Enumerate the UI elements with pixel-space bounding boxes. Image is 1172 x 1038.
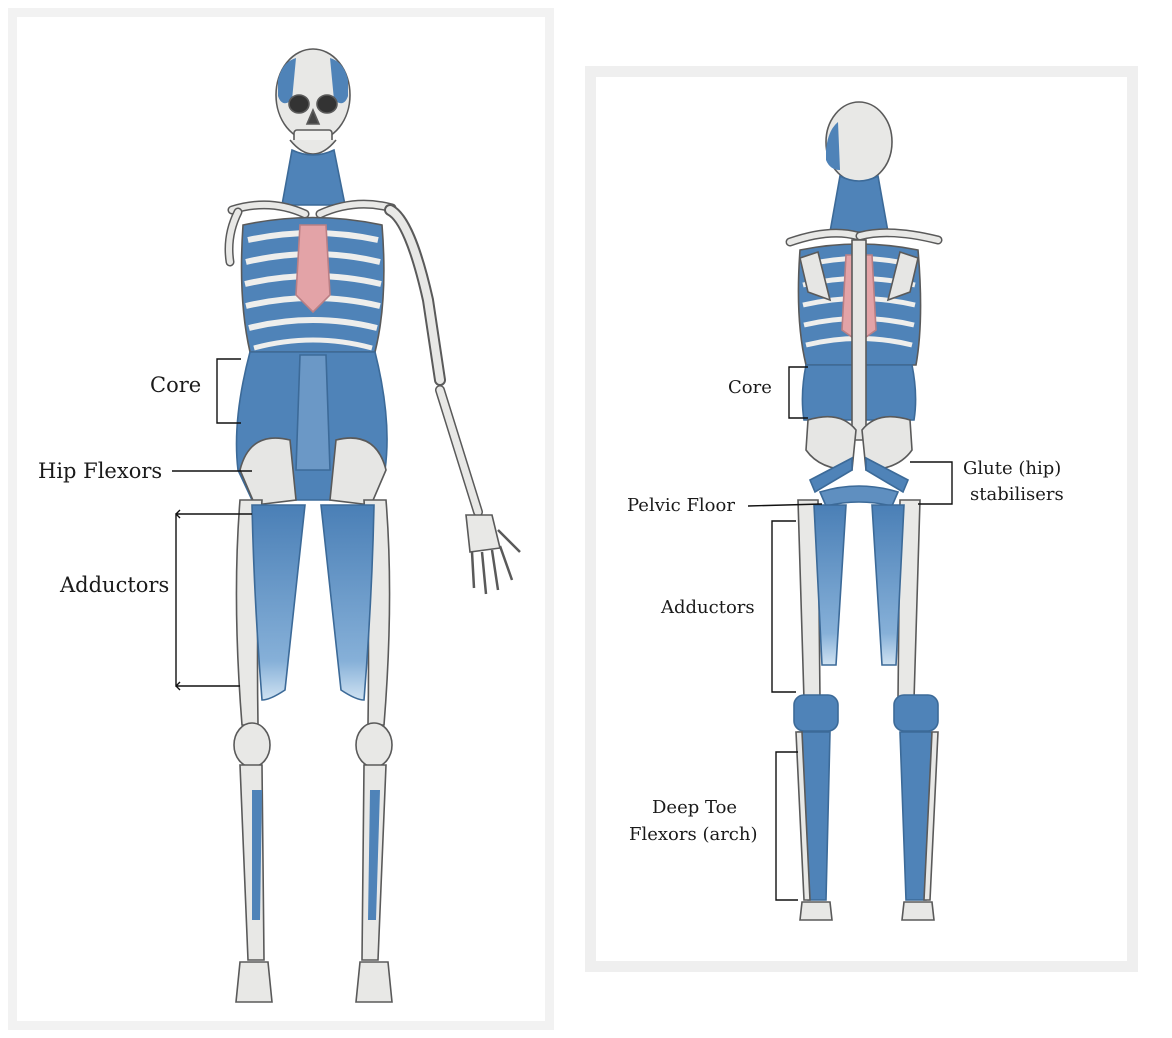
- back-toe-flexors-label-line1: Deep Toe: [652, 797, 737, 818]
- back-adductors-label: Adductors: [660, 597, 755, 618]
- front-skull: [275, 48, 351, 155]
- front-adductors-bracket: [175, 509, 252, 691]
- front-skeleton-figure: [224, 48, 521, 1003]
- back-core-bracket: [788, 366, 808, 419]
- back-pelvic-floor-label: Pelvic Floor: [627, 495, 735, 516]
- front-hip-flexors-label: Hip Flexors: [38, 459, 162, 483]
- back-glute-label-line2: stabilisers: [970, 484, 1064, 505]
- back-pelvic-floor-pointer: [747, 503, 823, 507]
- back-adductors-bracket: [771, 520, 796, 693]
- back-skeleton-figure: [785, 101, 943, 921]
- back-core-label: Core: [728, 377, 772, 398]
- back-toe-flexors-label-line2: Flexors (arch): [629, 824, 758, 845]
- back-toe-flexors-bracket: [775, 751, 798, 901]
- front-core-bracket: [216, 358, 241, 424]
- back-glute-bracket: [910, 461, 953, 505]
- front-core-label: Core: [150, 373, 201, 397]
- front-adductors-label: Adductors: [59, 573, 169, 597]
- back-glute-label-line1: Glute (hip): [963, 458, 1061, 479]
- front-ribcage: [240, 216, 385, 353]
